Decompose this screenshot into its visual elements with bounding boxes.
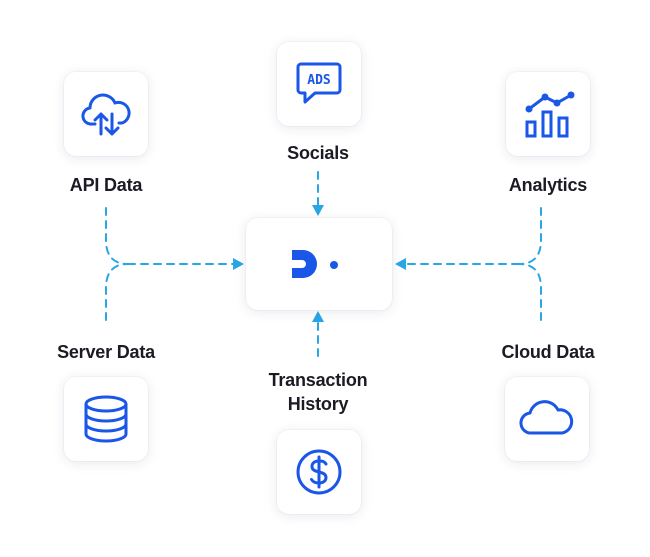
analytics-card	[506, 72, 590, 156]
ads-text: ADS	[307, 73, 331, 88]
transaction-history-label-line1: Transaction	[268, 370, 368, 390]
analytics-label: Analytics	[508, 175, 588, 195]
api-data-card	[64, 72, 148, 156]
socials-label: Socials	[287, 143, 349, 163]
server-data-card	[64, 377, 148, 461]
transaction-history-card	[277, 430, 361, 514]
ads-chat-icon: ADS	[295, 61, 343, 107]
cloud-data-card	[505, 377, 589, 461]
arrow-up-into-center	[312, 311, 324, 322]
arrow-right-into-center	[395, 258, 406, 270]
connector-server-data	[105, 263, 129, 321]
connector-api-data	[105, 207, 129, 265]
dollar-coin-icon	[294, 447, 344, 497]
socials-card: ADS	[277, 42, 361, 126]
arrow-down-into-center	[312, 205, 324, 216]
api-data-label: API Data	[69, 175, 143, 195]
server-data-label: Server Data	[57, 342, 155, 362]
cloud-upload-download-icon	[81, 90, 131, 138]
arrow-left-into-center	[233, 258, 244, 270]
connector-analytics	[518, 207, 542, 265]
connector-cloud-data	[518, 263, 542, 321]
bar-chart-trend-icon	[521, 89, 575, 139]
cloud-data-label: Cloud Data	[501, 342, 595, 362]
brand-d-logo-icon	[289, 246, 349, 282]
center-hub-card	[246, 218, 392, 310]
transaction-history-label-line2: History	[287, 394, 349, 414]
transaction-history-label: Transaction History	[238, 368, 398, 416]
cloud-icon	[518, 399, 576, 439]
database-icon	[81, 394, 131, 444]
